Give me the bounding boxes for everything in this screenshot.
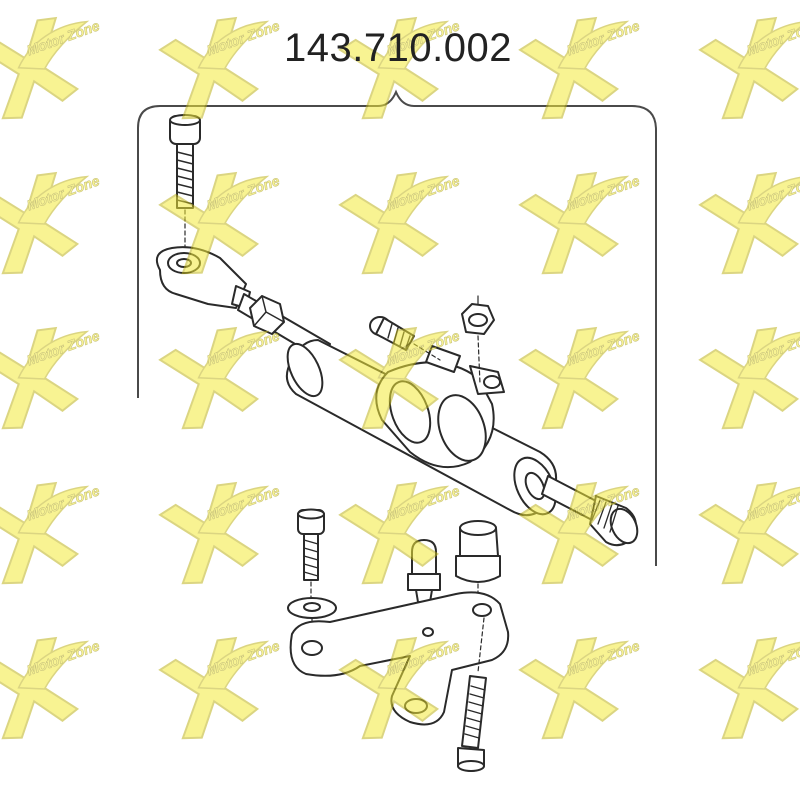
long-bolt-icon (457, 617, 487, 772)
watermark-logo: Motor Zone (0, 313, 112, 435)
watermark-logo: Motor Zone (0, 3, 112, 125)
watermark-logo: Motor Zone (154, 623, 292, 745)
watermark-logo: Motor Zone (694, 468, 800, 590)
watermark-logo: Motor Zone (154, 468, 292, 590)
watermark-logo: Motor Zone (0, 468, 112, 590)
lock-nut-icon (249, 295, 285, 335)
assembly-bracket (137, 89, 657, 566)
watermark-logo: Motor Zone (0, 623, 112, 745)
watermark-logo: Motor Zone (0, 158, 112, 280)
rubber-bush-icon (455, 520, 501, 601)
rod-end-bolt-icon (169, 114, 201, 257)
watermark-logo: Motor Zone (694, 3, 800, 125)
watermark-logo: Motor Zone (514, 313, 652, 435)
part-number-label: 143.710.002 (284, 26, 512, 70)
watermark-logo: Motor Zone (514, 623, 652, 745)
clamp-nut-icon (461, 295, 495, 385)
watermark-logo: Motor Zone (334, 158, 472, 280)
watermark-logo: Motor Zone (694, 623, 800, 745)
watermark-logo: Motor Zone (514, 158, 652, 280)
mount-bolt-icon (297, 508, 325, 599)
washer-icon (287, 597, 337, 641)
watermark-logo: Motor Zone (694, 313, 800, 435)
watermark-logo: Motor Zone (694, 158, 800, 280)
